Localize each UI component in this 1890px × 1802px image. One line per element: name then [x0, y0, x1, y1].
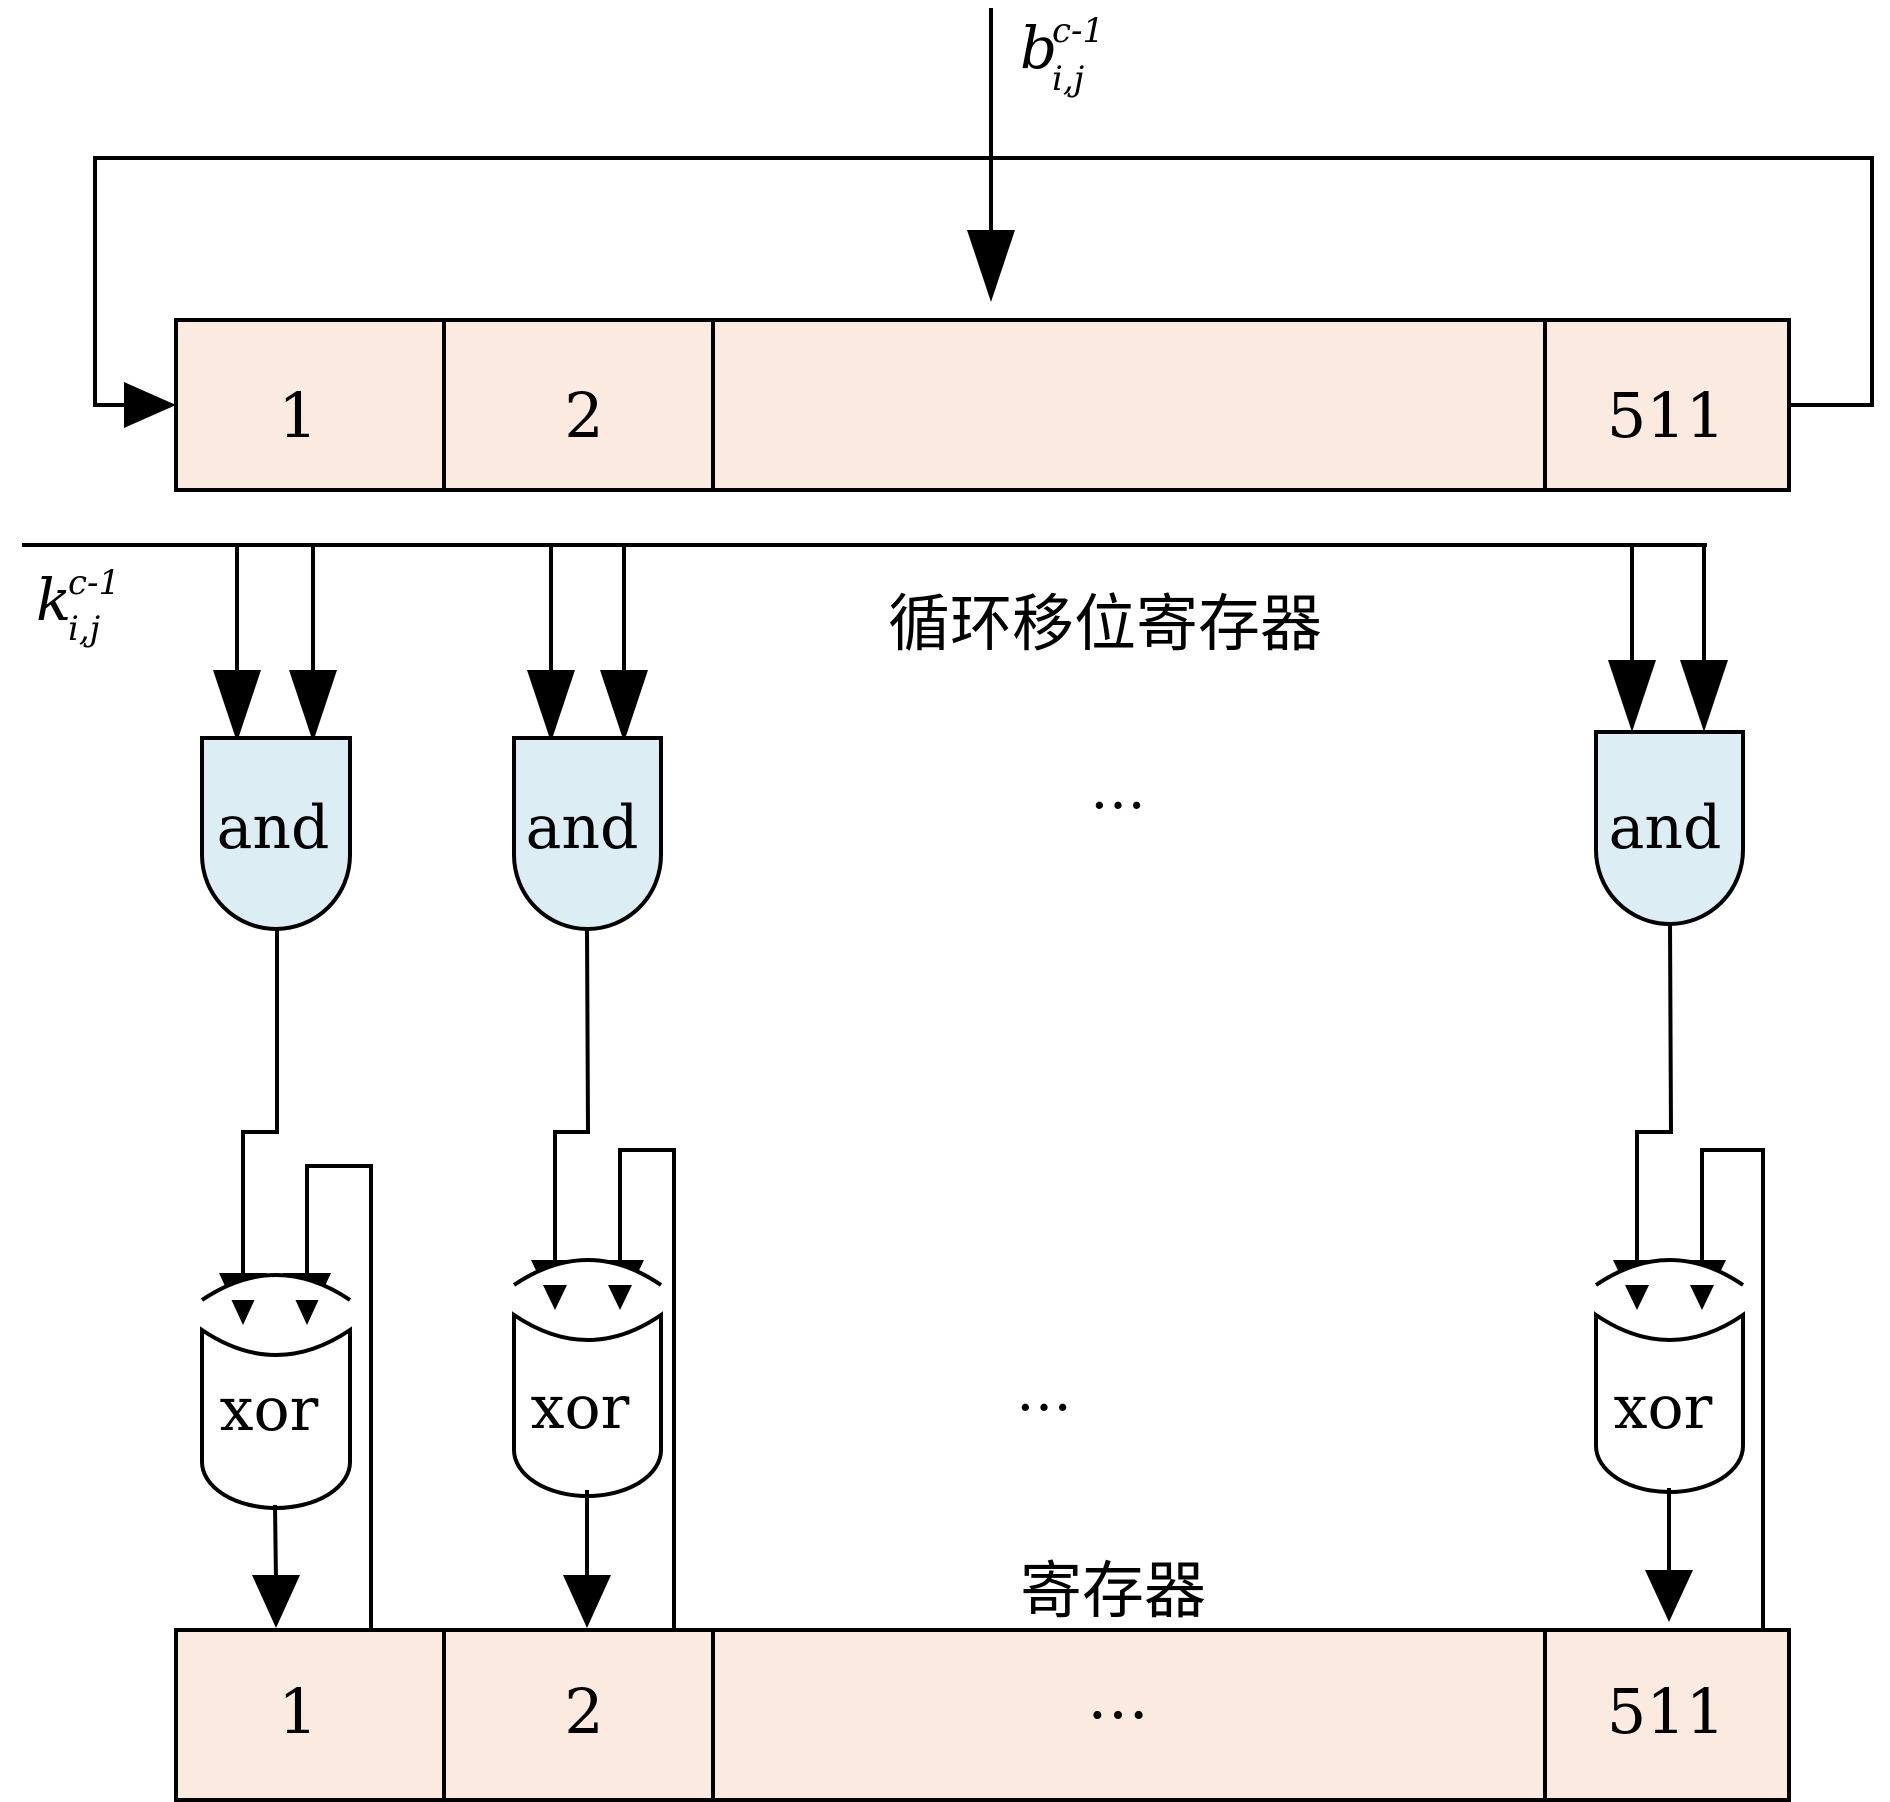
- register-cell-label: 1: [278, 1675, 317, 1748]
- register: 1 2 … 511: [174, 1628, 1791, 1802]
- xor-gate-511: [1594, 1311, 1745, 1494]
- shift-register-cell-middle: [711, 318, 1547, 492]
- and-gate-label: and: [217, 793, 330, 863]
- and-gate-1: [200, 736, 352, 931]
- shift-register-cell-label: 1: [278, 379, 317, 452]
- shift-register: 1 2 511: [174, 318, 1791, 492]
- shift-register-cell-511: [1543, 318, 1791, 492]
- top-input-sub: i,j: [1052, 59, 1085, 99]
- and-gates-ellipsis: …: [1090, 757, 1146, 822]
- xor-input-arc-511: [1594, 1258, 1745, 1287]
- xor-gate-1: [200, 1326, 352, 1510]
- shift-register-cell-1: [174, 318, 446, 492]
- xor-input-arc-2: [512, 1258, 663, 1287]
- side-input-sup: c-1: [68, 563, 120, 603]
- shift-register-caption: 循环移位寄存器: [888, 587, 1322, 660]
- feedback-loop-wire: [93, 156, 1874, 428]
- side-input-sub: i,j: [68, 609, 101, 649]
- register-cell-2: [442, 1628, 715, 1802]
- top-input-sup: c-1: [1052, 11, 1104, 51]
- and-gate-511: [1594, 730, 1745, 926]
- side-input-label: k: [36, 566, 71, 634]
- shift-register-cell-label: 2: [564, 379, 603, 452]
- register-cell-1: [174, 1628, 446, 1802]
- and-gate-label: and: [1609, 793, 1722, 863]
- register-cell-511: [1543, 1628, 1791, 1802]
- xor-gates-ellipsis: …: [1016, 1359, 1072, 1424]
- register-caption: 寄存器: [1020, 1554, 1206, 1627]
- register-cell-label: …: [1087, 1660, 1149, 1733]
- register-cell-label: 511: [1607, 1675, 1725, 1748]
- xor-gate-2: [512, 1311, 663, 1498]
- xor-gate-label: xor: [531, 1373, 630, 1443]
- and-gate-label: and: [526, 793, 639, 863]
- top-input-label: b: [1020, 14, 1057, 82]
- register-cell-label: 2: [564, 1675, 603, 1748]
- top-input-wire: [967, 8, 1015, 302]
- bit-slice-1: [200, 545, 373, 1630]
- xor-gate-label: xor: [1614, 1373, 1713, 1443]
- bit-slice-511: [1594, 545, 1765, 1630]
- bit-slice-2: [512, 545, 676, 1630]
- xor-gate-label: xor: [220, 1375, 319, 1445]
- and-gate-2: [512, 736, 663, 931]
- shift-register-cell-label: 511: [1607, 379, 1725, 452]
- xor-input-arc-1: [200, 1273, 352, 1302]
